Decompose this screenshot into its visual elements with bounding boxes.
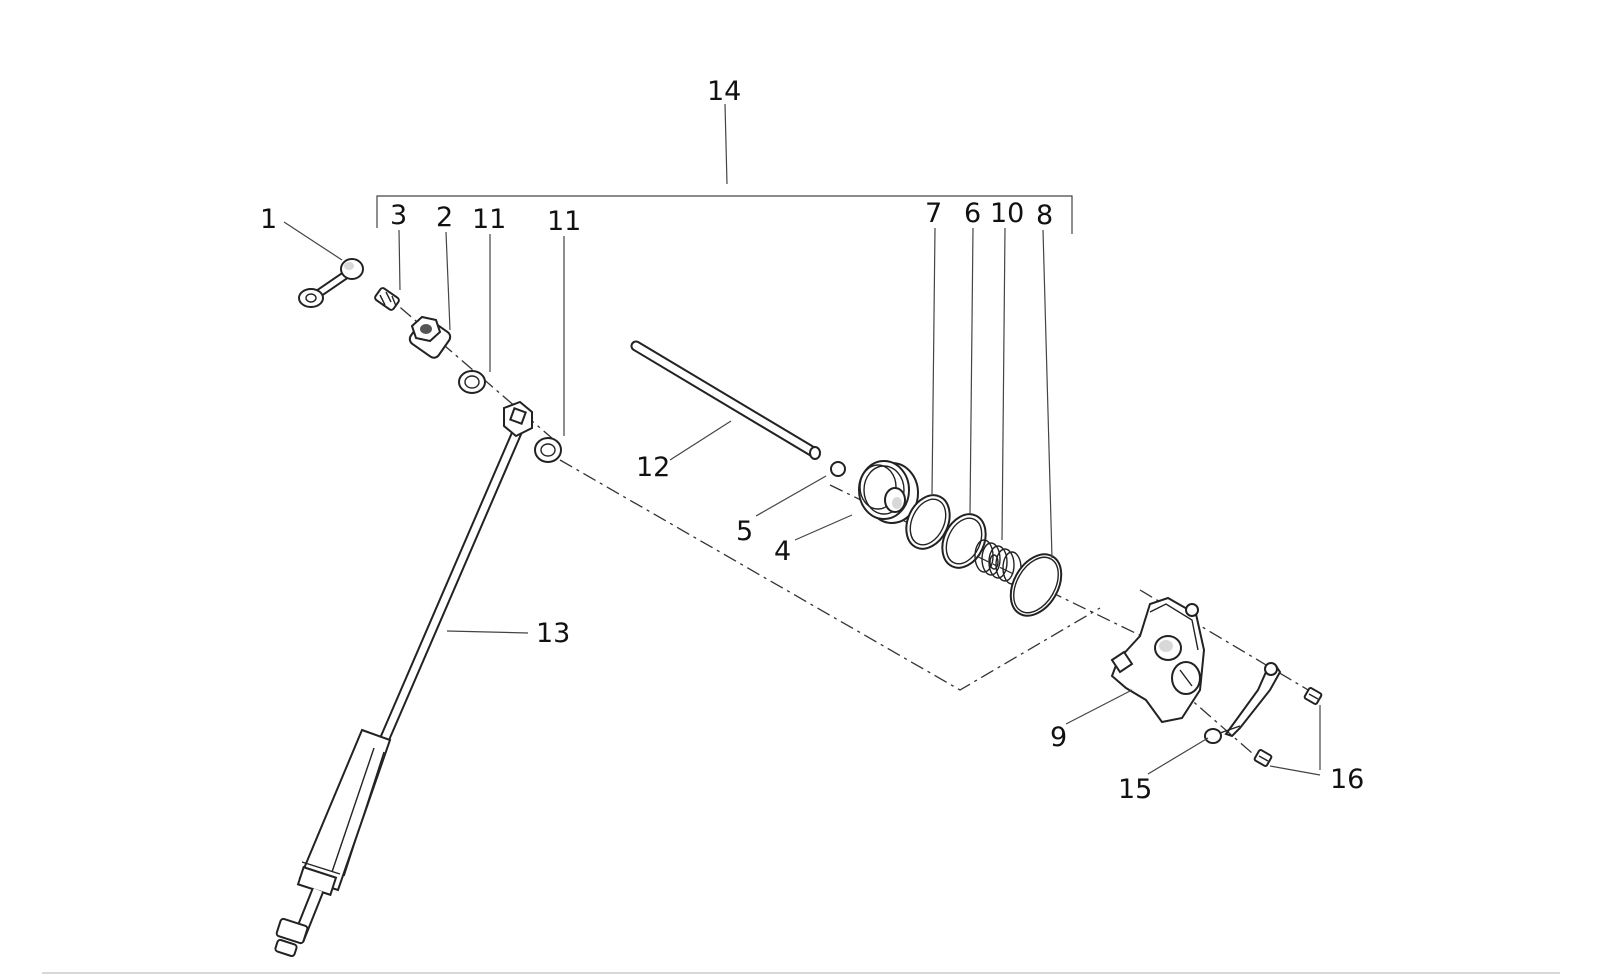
part-3-bleed-nipple	[374, 287, 400, 311]
callout-13: 13	[536, 618, 570, 649]
callout-7: 7	[925, 198, 942, 229]
part-13-brake-pipe	[274, 400, 533, 958]
part-16-screws	[1253, 687, 1323, 767]
part-11-washer-a	[458, 370, 486, 394]
callout-3: 3	[390, 200, 407, 231]
callout-10: 10	[990, 198, 1024, 229]
part-1-banjo-fitting	[298, 258, 364, 308]
callout-9: 9	[1050, 722, 1067, 753]
callout-4: 4	[774, 536, 791, 567]
callout-8: 8	[1036, 200, 1053, 231]
callout-1: 1	[260, 204, 277, 235]
part-11-washer-b	[534, 437, 562, 463]
callout-12: 12	[636, 452, 670, 483]
part-5-ball	[830, 461, 846, 477]
part-4-piston	[858, 460, 919, 524]
callout-14: 14	[707, 76, 741, 107]
callout-2: 2	[436, 202, 453, 233]
callout-6: 6	[964, 198, 981, 229]
callout-11-a: 11	[472, 204, 506, 235]
part-12-push-rod	[630, 340, 821, 460]
callout-15: 15	[1118, 774, 1152, 805]
part-8-o-ring	[1009, 553, 1063, 617]
part-9-cylinder-body	[1110, 596, 1206, 724]
callout-16: 16	[1330, 764, 1364, 795]
callout-5: 5	[736, 516, 753, 547]
callout-labels: 1 3 2 11 11 14 7 6 10 8 12 5 4 13 9 15 1…	[260, 76, 1364, 805]
part-10-spring	[974, 539, 1022, 585]
part-7-o-ring	[905, 494, 951, 550]
part-15-clip	[1204, 662, 1282, 744]
assembly-14-bracket	[376, 103, 1073, 234]
leader-lines	[283, 221, 1321, 776]
part-2-hex-union	[408, 315, 452, 359]
callout-11-b: 11	[547, 206, 581, 237]
